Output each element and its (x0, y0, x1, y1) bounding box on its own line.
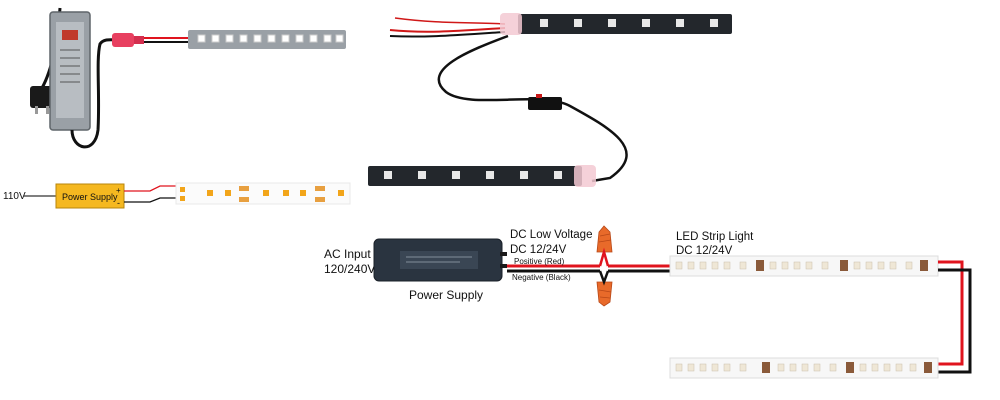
input-voltage-label: 110V (3, 191, 26, 202)
strip-bottom-leds (384, 171, 562, 179)
ac-input-voltage: 120/240V (324, 262, 375, 276)
led-strip-label: LED Strip Light (676, 231, 754, 243)
inline-connector (112, 33, 144, 47)
simple-wire-black (124, 197, 178, 203)
simple-strip-leds (180, 186, 344, 202)
lead-red-top-2 (394, 17, 506, 25)
strip-chips (197, 34, 344, 43)
splice-red (598, 247, 610, 267)
strip-top-leds (540, 19, 718, 27)
terminal-negative: - (117, 198, 120, 208)
wire-nut-top (596, 225, 613, 253)
dc-voltage-value: DC 12/24V (510, 244, 567, 256)
power-supply-unit (373, 238, 507, 282)
negative-wire-label: Negative (Black) (512, 273, 571, 282)
jumper-connector (528, 94, 562, 110)
lower-strip-chips (675, 362, 932, 373)
dc-voltage-label: DC Low Voltage (510, 229, 592, 241)
strip-top (518, 14, 732, 34)
splice-black (598, 270, 610, 286)
strip-top-end-cap (500, 13, 522, 35)
loop-wire-black (938, 268, 972, 374)
loop-wire-red (938, 260, 964, 366)
simple-wire-red (124, 185, 178, 192)
wire-nut-bottom (596, 281, 613, 307)
power-supply-box (55, 183, 125, 209)
driver-output-cable (70, 38, 121, 149)
power-supply-label: Power Supply (62, 192, 118, 202)
led-strip-upper (669, 255, 939, 277)
rgb-strip-photo (368, 13, 732, 187)
power-supply-caption: Power Supply (409, 288, 483, 302)
upper-strip-chips (675, 260, 928, 271)
top-left-photo (30, 7, 346, 149)
strip-bottom (368, 166, 582, 186)
led-driver (49, 11, 91, 131)
simple-diagram: 110V Power Supply + - (3, 182, 351, 209)
positive-wire-label: Positive (Red) (514, 257, 565, 266)
main-wiring-diagram: AC Input 120/240V Power Supply DC Low Vo… (324, 225, 972, 379)
lead-red-top (389, 27, 506, 33)
lead-black-top (389, 31, 506, 38)
terminal-positive: + (116, 186, 121, 195)
strip-bottom-end-cap (574, 165, 596, 187)
jumper-cable (437, 34, 628, 183)
ac-input-label: AC Input (324, 247, 371, 261)
led-strip-voltage: DC 12/24V (676, 245, 733, 257)
